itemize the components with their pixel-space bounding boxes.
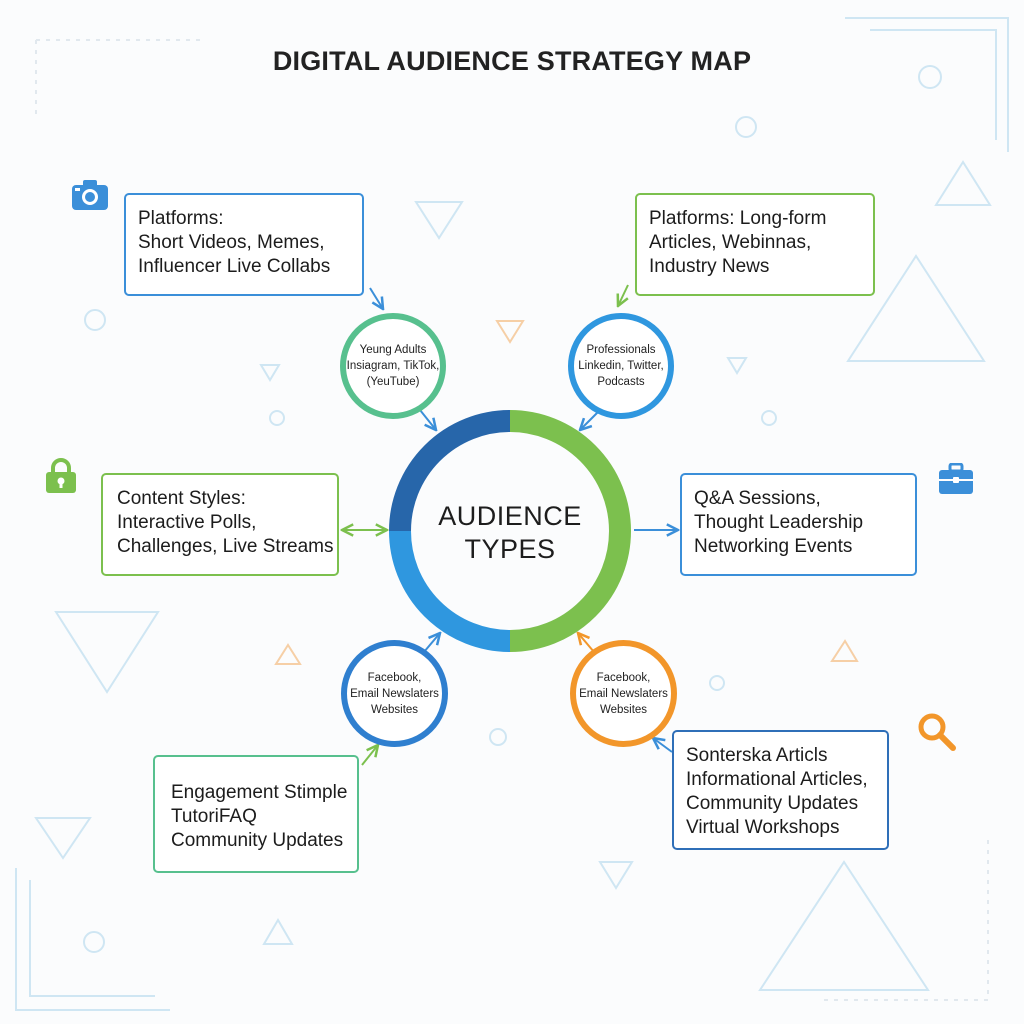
box-platforms-long-form: Platforms: Long-form Articles, Webinnas,…	[635, 193, 875, 296]
node-bottom-right: Facebook, Email Newslaters Websites	[570, 640, 677, 747]
hub-label-line: AUDIENCE	[438, 501, 582, 531]
box-line: Platforms: Long-form	[649, 208, 827, 229]
node-line: Email Newslaters	[579, 687, 668, 700]
hub-ring-segment-bottom-left	[389, 530, 511, 652]
box-line: Industry News	[649, 256, 770, 277]
box-line: Articles, Webinnas,	[649, 232, 812, 253]
box-content-styles: Content Styles: Interactive Polls, Chall…	[101, 473, 339, 576]
camera-icon	[72, 180, 108, 210]
box-line: Influencer Live Collabs	[138, 256, 331, 277]
arrow-topleft-box-to-node	[369, 287, 383, 309]
box-line: Community Updates	[171, 830, 344, 851]
hub-label-line: TYPES	[464, 534, 556, 564]
node-line: Yeung Adults	[359, 344, 427, 356]
box-qa-sessions: Q&A Sessions, Thought Leadership Network…	[680, 473, 917, 576]
box-line: Content Styles:	[117, 488, 246, 509]
box-line: Informational Articles,	[686, 769, 868, 790]
box-line: Interactive Polls,	[117, 512, 257, 533]
arrow-topright-box-to-node	[618, 284, 629, 306]
lock-icon	[46, 458, 76, 493]
page-title: DIGITAL AUDIENCE STRATEGY MAP	[272, 46, 752, 76]
node-line: Email Newslaters	[350, 687, 439, 700]
box-line: Platforms:	[138, 208, 224, 229]
node-line: Websites	[599, 703, 648, 716]
node-line: Insiagram, TikTok,	[346, 360, 440, 372]
briefcase-icon	[939, 463, 973, 494]
arrow-bottomleft-node-to-hub	[423, 633, 440, 653]
box-engagement: Engagement Stimple TutoriFAQ Community U…	[153, 755, 359, 873]
node-line: Linkedin, Twitter,	[578, 360, 664, 372]
box-line: Community Updates	[686, 793, 859, 814]
node-young-adults: Yeung Adults Insiagram, TikTok, (YeuTube…	[340, 313, 446, 419]
node-line: Facebook,	[367, 671, 422, 684]
hub-ring-segment-top-left	[389, 410, 511, 532]
box-line: Short Videos, Memes,	[138, 232, 325, 253]
box-line: Virtual Workshops	[686, 817, 840, 838]
box-line: Sonterska Articls	[686, 745, 828, 766]
box-line: TutoriFAQ	[171, 806, 257, 827]
node-line: Podcasts	[597, 376, 645, 388]
hub-ring-segment-top-right	[509, 410, 631, 532]
arrow-bottomright-node-to-hub	[578, 633, 595, 653]
hub-ring-segment-bottom-right	[509, 530, 631, 652]
arrow-topleft-node-to-hub	[419, 409, 436, 430]
node-line: Facebook,	[596, 671, 651, 684]
arrow-bottomright-box-to-node	[653, 738, 673, 753]
box-line: Challenges, Live Streams	[117, 536, 334, 557]
node-professionals: Professionals Linkedin, Twitter, Podcast…	[568, 313, 674, 419]
node-bottom-left: Facebook, Email Newslaters Websites	[341, 640, 448, 747]
node-line: (YeuTube)	[366, 376, 420, 388]
box-line: Networking Events	[694, 536, 853, 557]
magnifier-icon	[918, 713, 956, 751]
hub-label: AUDIENCE TYPES	[410, 500, 610, 566]
box-line: Engagement Stimple	[171, 782, 348, 803]
box-line: Q&A Sessions,	[694, 488, 821, 509]
box-platforms-short-videos: Platforms: Short Videos, Memes, Influenc…	[124, 193, 364, 296]
arrow-bottomleft-box-to-node	[361, 745, 378, 766]
node-line: Websites	[370, 703, 419, 716]
node-line: Professionals	[586, 344, 656, 356]
box-line: Thought Leadership	[694, 512, 864, 533]
box-articles-workshops: Sonterska Articls Informational Articles…	[672, 730, 889, 850]
